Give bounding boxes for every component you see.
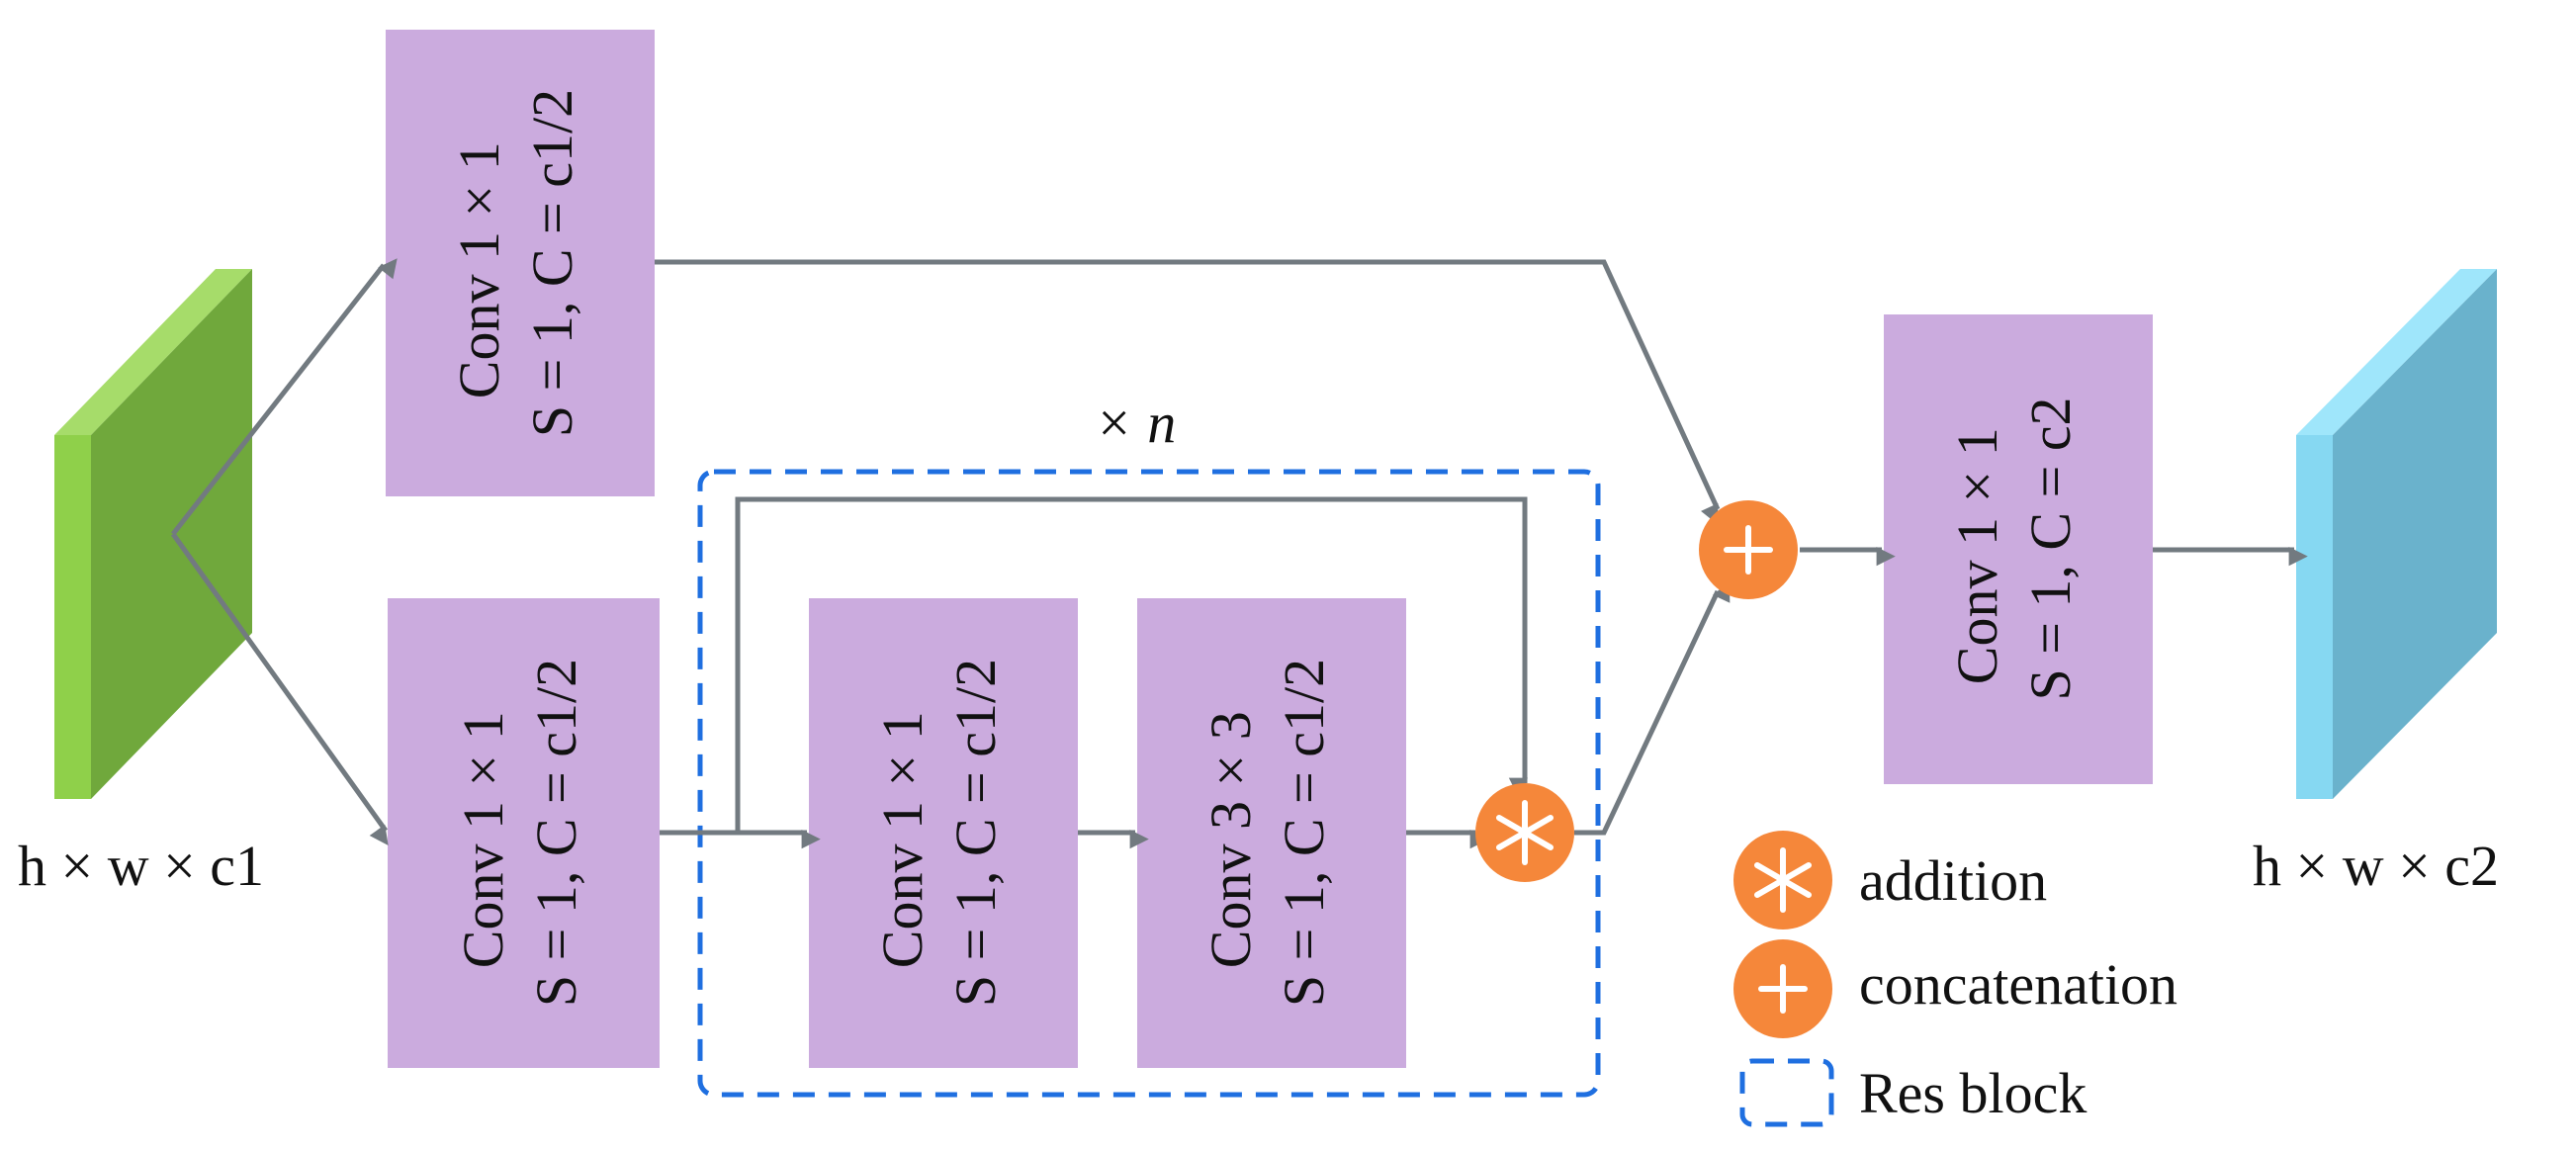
arrow-addition-to-concat: [1574, 581, 1731, 836]
conv-block-top: Conv 1 × 1 S = 1, C = c1/2: [386, 30, 655, 496]
addition-operator: [1475, 783, 1574, 882]
concatenation-operator: [1699, 500, 1798, 599]
res-conv-3x3-block: Conv 3 × 3 S = 1, C = c1/2: [1137, 598, 1406, 1068]
repeat-count-label: × n: [1095, 391, 1177, 455]
legend: addition concatenation Res block: [1733, 831, 2177, 1127]
svg-text:Conv 1 × 1 S = 1, C = c1: Conv 1 × 1 S = 1, C = c1/2: [870, 659, 1008, 1007]
connection-arrows: [170, 258, 2308, 849]
input-map-side: [54, 435, 91, 799]
legend-asterisk-icon: [1754, 847, 1812, 913]
svg-text:Conv 1 × 1 S = 1, C = c1: Conv 1 × 1 S = 1, C = c1/2: [451, 659, 588, 1007]
legend-concatenation: concatenation: [1733, 939, 2177, 1038]
res-conv-1x1-block: Conv 1 × 1 S = 1, C = c1/2: [809, 598, 1078, 1068]
output-feature-map: [2296, 269, 2497, 799]
res-block-border: [697, 469, 1601, 1098]
plus-icon: [1724, 525, 1773, 575]
arrow-top-conv-to-concat: [655, 259, 1721, 525]
input-shape-label: h × w × c1: [18, 834, 264, 898]
legend-plus-icon: [1758, 964, 1808, 1014]
conv-block-top-line2: S = 1, C = c1/2: [520, 89, 584, 437]
conv-block-top-line1: Conv 1 × 1: [447, 141, 511, 399]
svg-text:Conv 1 × 1 S = 1, C = c2: Conv 1 × 1 S = 1, C = c2: [1945, 397, 2083, 700]
conv-block-output-line1: Conv 1 × 1: [1945, 427, 2009, 684]
output-map-top: [2296, 269, 2497, 435]
input-map-front: [91, 269, 252, 799]
conv-block-output-line2: S = 1, C = c2: [2018, 397, 2083, 700]
svg-text:Conv 1 × 1 S = 1, C = c1: Conv 1 × 1 S = 1, C = c1/2: [447, 89, 584, 437]
arrow-input-to-bottom-conv: [170, 532, 389, 846]
legend-res-block: Res block: [1739, 1058, 2087, 1127]
legend-addition-label: addition: [1859, 848, 2047, 913]
res-conv-3x3-line1: Conv 3 × 3: [1199, 711, 1263, 968]
conv-block-bottom-line2: S = 1, C = c1/2: [524, 659, 588, 1007]
res-conv-3x3-line2: S = 1, C = c1/2: [1272, 659, 1336, 1007]
output-shape-label: h × w × c2: [2253, 834, 2499, 898]
conv-block-output: Conv 1 × 1 S = 1, C = c2: [1884, 314, 2153, 784]
conv-block-bottom-line1: Conv 1 × 1: [451, 711, 515, 968]
conv-block-bottom: Conv 1 × 1 S = 1, C = c1/2: [388, 598, 660, 1068]
arrow-input-to-top-conv: [171, 258, 398, 536]
svg-text:Conv 3 × 3 S = 1, C = c1: Conv 3 × 3 S = 1, C = c1/2: [1199, 659, 1336, 1007]
legend-concatenation-label: concatenation: [1859, 952, 2177, 1017]
legend-res-block-label: Res block: [1859, 1061, 2087, 1125]
arrow-residual-skip: [735, 496, 1528, 833]
res-conv-1x1-line1: Conv 1 × 1: [870, 711, 934, 968]
input-map-top: [54, 269, 252, 435]
legend-addition: addition: [1733, 831, 2047, 930]
res-conv-1x1-line2: S = 1, C = c1/2: [943, 659, 1008, 1007]
legend-dashed-box-icon: [1739, 1058, 1834, 1127]
output-map-side: [2296, 435, 2333, 799]
asterisk-icon: [1496, 800, 1554, 865]
output-map-front: [2333, 269, 2497, 799]
input-feature-map: [54, 269, 252, 799]
